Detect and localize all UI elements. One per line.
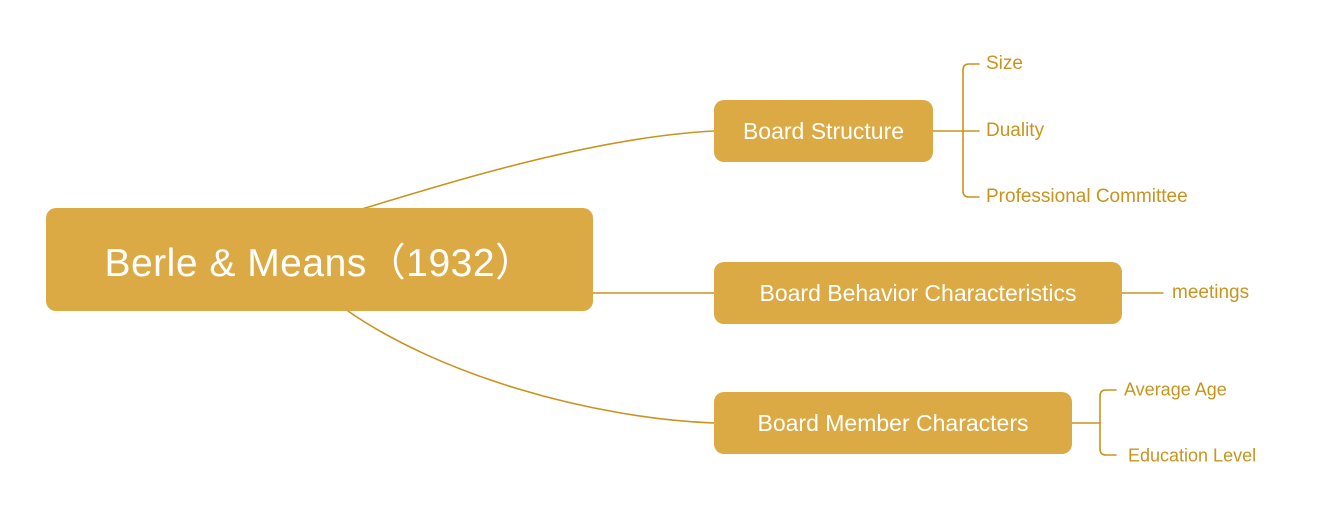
branch-node-board-structure[interactable]: Board Structure: [714, 100, 933, 162]
branch-node-label: Board Structure: [742, 117, 905, 144]
leaf-duality[interactable]: Duality: [986, 120, 1045, 141]
root-node[interactable]: Berle & Means（1932）: [46, 208, 593, 311]
link-root-to-board-member: [347, 310, 715, 424]
root-node-label: Berle & Means（1932）: [104, 241, 535, 285]
leaf-average-age[interactable]: Average Age: [1124, 379, 1227, 400]
leaf-education-level[interactable]: Education Level: [1128, 445, 1257, 466]
branch-node-board-behavior[interactable]: Board Behavior Characteristics: [714, 262, 1122, 324]
leaf-professional-committee[interactable]: Professional Committee: [986, 186, 1188, 207]
branch-node-label: Board Member Characters: [757, 409, 1029, 436]
leaf-size[interactable]: Size: [986, 53, 1023, 74]
branch-node-label: Board Behavior Characteristics: [759, 279, 1077, 306]
bracket-board-member: [1099, 389, 1117, 456]
bracket-board-structure: [962, 63, 980, 198]
leaf-meetings[interactable]: meetings: [1172, 282, 1250, 303]
link-root-to-board-structure: [361, 130, 715, 210]
branch-node-board-member[interactable]: Board Member Characters: [714, 392, 1072, 454]
